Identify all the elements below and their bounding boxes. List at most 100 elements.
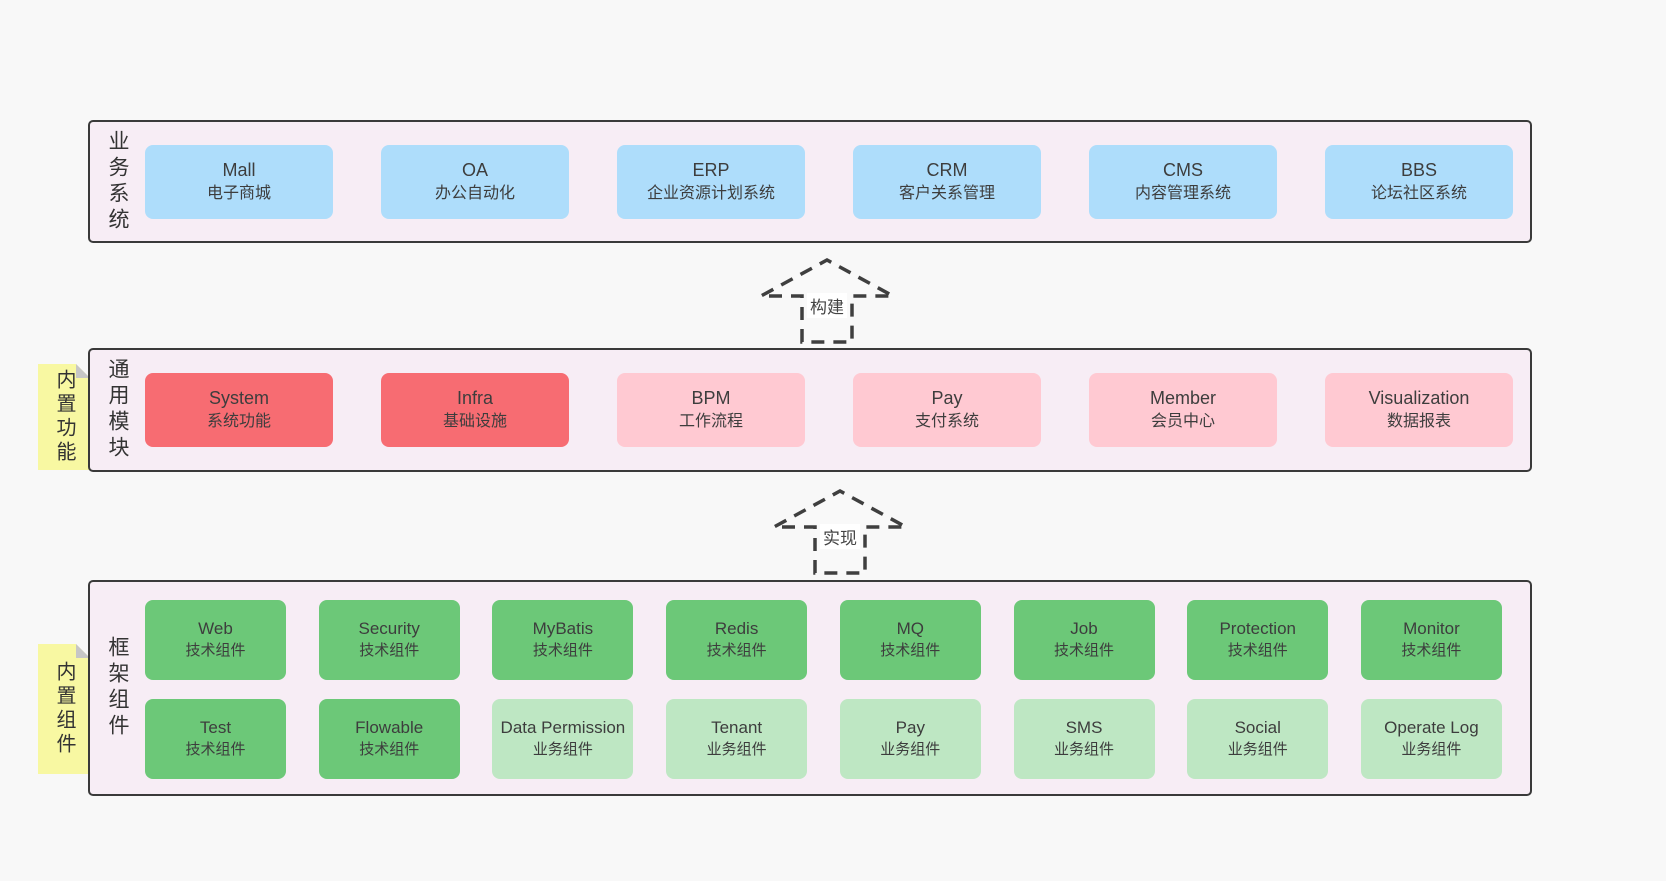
box-title: CRM: [926, 159, 968, 180]
box-title: Operate Log: [1384, 718, 1479, 737]
box-mall: Mall 电子商城: [145, 144, 333, 219]
box-web: Web 技术组件: [145, 600, 286, 680]
box-title: MyBatis: [532, 619, 594, 638]
box-subtitle: 技术组件: [1054, 642, 1115, 659]
box-sms: SMS 业务组件: [1013, 699, 1155, 779]
implement-arrow-label: 实现: [820, 524, 860, 549]
box-subtitle: 技术组件: [185, 642, 246, 659]
box-title: Infra: [456, 388, 494, 408]
business-panel-label: 业务系统: [106, 129, 129, 234]
box-title: Protection: [1219, 619, 1296, 638]
box-bbs: BBS 论坛社区系统: [1325, 144, 1513, 219]
box-title: Data Permission: [500, 718, 626, 737]
box-visualization: Visualization 数据报表: [1325, 373, 1513, 447]
box-title: Social: [1234, 718, 1281, 737]
box-pay-module: Pay 支付系统: [853, 373, 1041, 447]
box-subtitle: 论坛社区系统: [1370, 184, 1467, 202]
builtin-components-sticky-note: 内置组件: [38, 644, 90, 774]
sticky-note-label: 内置功能: [53, 369, 75, 465]
common-modules-panel: 通用模块 System 系统功能 Infra 基础设施 BPM 工作流程 Pay…: [88, 348, 1532, 472]
box-subtitle: 企业资源计划系统: [646, 184, 775, 202]
box-title: MQ: [896, 619, 924, 638]
box-title: Member: [1149, 388, 1216, 408]
framework-components-panel: 框架组件 Web 技术组件 Security 技术组件 MyBatis 技术组件…: [88, 580, 1532, 796]
box-cms: CMS 内容管理系统: [1089, 144, 1277, 219]
box-subtitle: 业务组件: [532, 741, 593, 758]
box-title: CMS: [1163, 159, 1203, 180]
box-subtitle: 基础设施: [442, 413, 507, 430]
box-subtitle: 业务组件: [1401, 741, 1462, 758]
builtin-functions-sticky-note: 内置功能: [38, 364, 90, 470]
box-pay-component: Pay 业务组件: [839, 699, 981, 779]
framework-box-row-2: Test 技术组件 Flowable 技术组件 Data Permission …: [145, 699, 1502, 779]
box-title: Monitor: [1403, 619, 1460, 638]
box-title: OA: [461, 159, 488, 180]
box-subtitle: 技术组件: [185, 741, 246, 758]
implement-arrow: 实现: [770, 487, 910, 575]
box-title: Visualization: [1368, 388, 1470, 408]
box-title: Pay: [895, 718, 925, 737]
box-subtitle: 技术组件: [532, 642, 593, 659]
modules-panel-label: 通用模块: [106, 358, 129, 462]
build-arrow-label: 构建: [807, 293, 847, 318]
box-subtitle: 业务组件: [1054, 741, 1115, 758]
box-subtitle: 技术组件: [1401, 642, 1462, 659]
box-subtitle: 技术组件: [359, 642, 420, 659]
box-social: Social 业务组件: [1187, 699, 1329, 779]
box-subtitle: 客户关系管理: [898, 184, 995, 202]
box-title: Mall: [222, 159, 256, 180]
box-redis: Redis 技术组件: [666, 600, 808, 680]
box-subtitle: 工作流程: [678, 413, 743, 430]
box-tenant: Tenant 业务组件: [666, 699, 808, 779]
box-title: Flowable: [355, 718, 424, 737]
box-title: Tenant: [711, 718, 763, 737]
box-operate-log: Operate Log 业务组件: [1360, 699, 1502, 779]
box-mq: MQ 技术组件: [839, 600, 981, 680]
box-data-permission: Data Permission 业务组件: [492, 699, 634, 779]
box-title: Security: [358, 619, 420, 638]
framework-panel-label: 框架组件: [106, 636, 129, 740]
box-member: Member 会员中心: [1089, 373, 1277, 447]
box-job: Job 技术组件: [1013, 600, 1155, 680]
framework-box-row-1: Web 技术组件 Security 技术组件 MyBatis 技术组件 Redi…: [145, 600, 1502, 680]
box-crm: CRM 客户关系管理: [853, 144, 1041, 219]
box-title: Job: [1070, 619, 1098, 638]
box-subtitle: 系统功能: [206, 413, 271, 430]
box-subtitle: 数据报表: [1386, 413, 1451, 430]
box-flowable: Flowable 技术组件: [318, 699, 460, 779]
box-subtitle: 技术组件: [880, 642, 941, 659]
box-test: Test 技术组件: [145, 699, 286, 779]
box-subtitle: 业务组件: [1227, 741, 1288, 758]
box-monitor: Monitor 技术组件: [1360, 600, 1502, 680]
box-subtitle: 办公自动化: [434, 184, 515, 202]
box-system: System 系统功能: [145, 373, 333, 447]
box-subtitle: 电子商城: [206, 184, 271, 202]
box-title: Pay: [931, 388, 963, 408]
box-title: Test: [199, 718, 232, 737]
box-title: SMS: [1065, 718, 1103, 737]
box-title: System: [208, 388, 269, 408]
box-subtitle: 内容管理系统: [1134, 184, 1231, 202]
box-title: BBS: [1400, 159, 1438, 180]
box-subtitle: 业务组件: [880, 741, 941, 758]
box-title: ERP: [692, 159, 730, 180]
box-title: BPM: [691, 388, 731, 408]
box-bpm: BPM 工作流程: [617, 373, 805, 447]
box-title: Web: [198, 619, 233, 638]
box-subtitle: 会员中心: [1150, 413, 1215, 430]
box-oa: OA 办公自动化: [381, 144, 569, 219]
box-subtitle: 技术组件: [359, 741, 420, 758]
box-subtitle: 技术组件: [1227, 642, 1288, 659]
box-subtitle: 技术组件: [706, 642, 767, 659]
box-subtitle: 支付系统: [914, 413, 979, 430]
box-protection: Protection 技术组件: [1187, 600, 1329, 680]
box-mybatis: MyBatis 技术组件: [492, 600, 634, 680]
box-infra: Infra 基础设施: [381, 373, 569, 447]
modules-box-row: System 系统功能 Infra 基础设施 BPM 工作流程 Pay 支付系统…: [145, 373, 1513, 447]
build-arrow: 构建: [757, 256, 897, 344]
business-box-row: Mall 电子商城 OA 办公自动化 ERP 企业资源计划系统 CRM 客户关系…: [145, 144, 1513, 219]
box-security: Security 技术组件: [318, 600, 460, 680]
box-title: Redis: [714, 619, 759, 638]
box-erp: ERP 企业资源计划系统: [617, 144, 805, 219]
